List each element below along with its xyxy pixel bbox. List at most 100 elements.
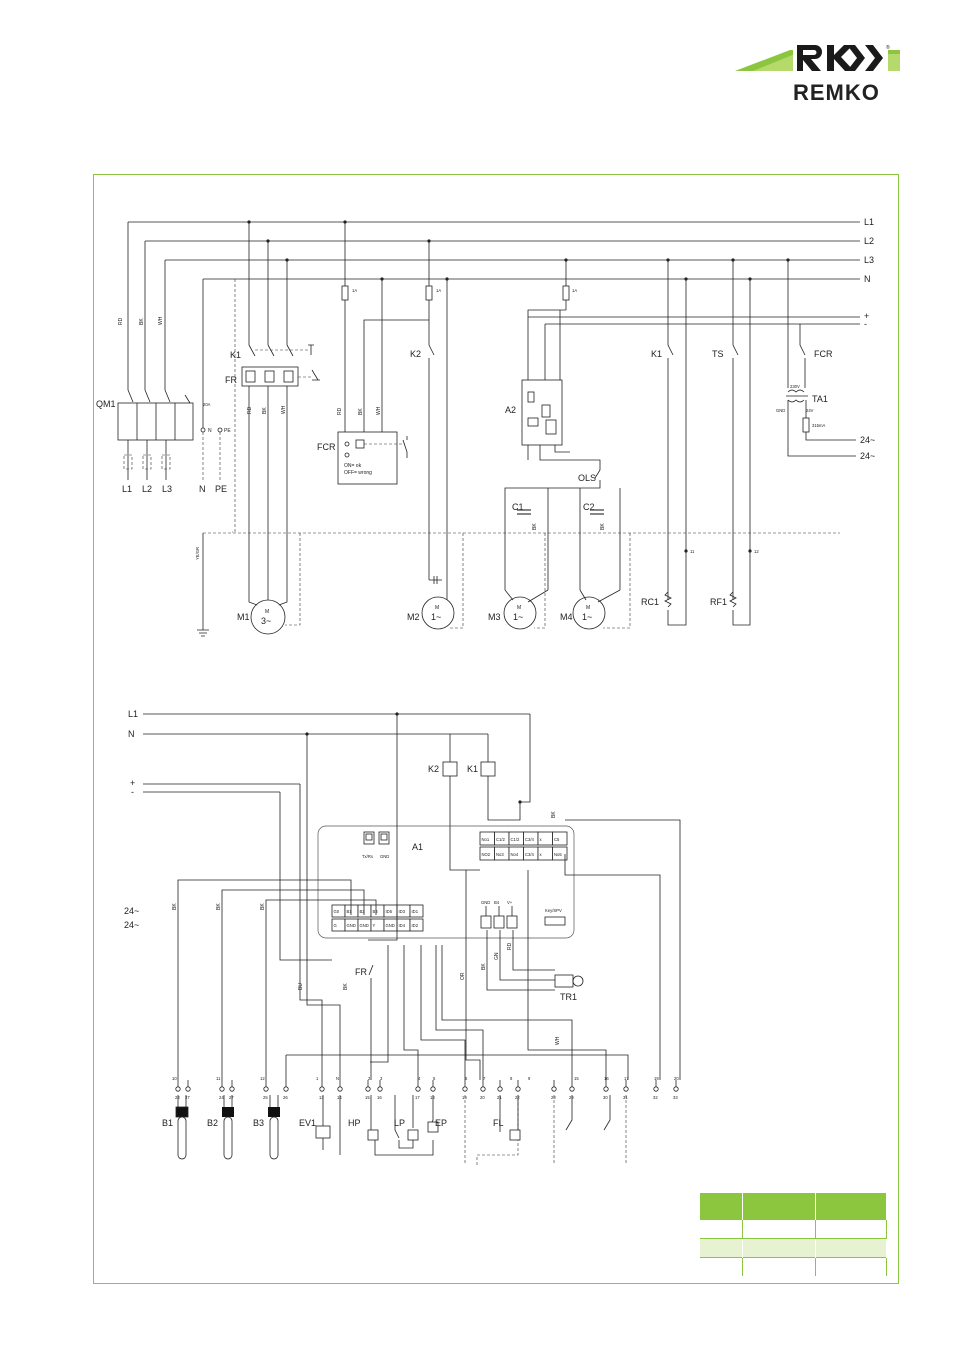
io-top-terminal: G0: [334, 909, 340, 914]
ctrl-24b: 24~: [124, 920, 139, 930]
terminal-upper: 16: [604, 1076, 609, 1081]
wire-bk-2: BK: [262, 407, 268, 414]
out-l3: L3: [162, 484, 172, 494]
ctrl-24a: 24~: [124, 906, 139, 916]
m3-label: M3: [488, 612, 501, 622]
wire-rd-2: RD: [247, 406, 253, 414]
ta-in: 230V: [790, 384, 800, 389]
m2-motor: [421, 596, 455, 630]
m1-type: 3~: [261, 616, 271, 626]
terminal-upper: 2: [368, 1076, 371, 1081]
terminal-upper: 9: [528, 1076, 531, 1081]
k1b-label: K1: [651, 349, 662, 359]
terminal-upper: 1: [316, 1076, 319, 1081]
terminal-upper: 11: [216, 1076, 221, 1081]
k2-label: K2: [410, 349, 421, 359]
qm1-breaker: [117, 402, 194, 441]
fcr-on: ON= ok: [344, 463, 362, 469]
bus-l3-label: L3: [864, 255, 874, 265]
tr-rd: RD: [507, 942, 513, 950]
fuse-3: 1A: [572, 288, 577, 293]
legend-table: [700, 1193, 887, 1276]
bus-minus-label: -: [864, 319, 867, 329]
terminal-lower: 26: [283, 1095, 288, 1100]
fcr-rd: RD: [337, 407, 343, 415]
terminal-upper: 20: [674, 1076, 679, 1081]
a1-controller: [317, 825, 575, 939]
hp-label: HP: [348, 1118, 361, 1128]
bus-l2-label: L2: [864, 236, 874, 246]
out-n: N: [199, 484, 206, 494]
fl-label: FL: [493, 1118, 504, 1128]
relay-top-terminal: x: [540, 837, 543, 842]
terminal-upper: 12: [260, 1076, 265, 1081]
fcr-bk: BK: [358, 408, 364, 415]
tr1-sensor: [554, 974, 574, 988]
wh-wire: WH: [555, 1036, 561, 1045]
m2-label: M2: [407, 612, 420, 622]
k1-coil: [480, 761, 496, 777]
bk-r: BK: [551, 811, 557, 818]
terminal-lower: 17: [415, 1095, 420, 1100]
sensor-label: B4: [494, 900, 500, 905]
ac24-b: 24~: [860, 451, 875, 461]
tr-bk: BK: [481, 963, 487, 970]
b3-label: B3: [253, 1118, 264, 1128]
remko-logo: ® REMKO: [735, 43, 900, 105]
terminal-lower: 24: [219, 1095, 224, 1100]
terminal-lower: 32: [653, 1095, 658, 1100]
io-bot-terminal: GND: [360, 923, 369, 928]
terminal-upper: 8: [510, 1076, 513, 1081]
fuse-1: 1A: [352, 288, 357, 293]
fcr-module: [337, 431, 398, 485]
fcr-label: FCR: [317, 442, 336, 452]
field-devices: B1 B2 B3 EV1 HP LP EP FL: [162, 1095, 627, 1165]
c2-bk: BK: [600, 523, 606, 530]
ctrl-l1: L1: [128, 709, 138, 719]
ols-label: OLS: [578, 473, 596, 483]
wire-wh-2: WH: [281, 405, 287, 414]
terminal-lower: 30: [603, 1095, 608, 1100]
fr-label: FR: [225, 375, 237, 385]
io-bot-terminal: Y: [373, 923, 376, 928]
bus-l1-label: L1: [864, 217, 874, 227]
keyspv-port: [544, 916, 566, 926]
relay-top-terminal: No1: [482, 837, 490, 842]
diagram-frame: [93, 174, 899, 1284]
wire-ye: YE/GR: [195, 547, 200, 560]
m3-m: M: [517, 605, 521, 611]
terminal-lower: 15: [365, 1095, 370, 1100]
bus-plus-label: +: [864, 311, 869, 321]
ta-out: 24V: [806, 408, 814, 413]
terminal-lower: 27: [185, 1095, 190, 1100]
tr-gn: GN: [494, 952, 500, 960]
b1-bk: BK: [172, 903, 178, 910]
io-top-terminal: ID5: [386, 909, 393, 914]
m4-type: 1~: [582, 612, 592, 622]
io-bot-terminal: GND: [386, 923, 395, 928]
c1-label: C1: [512, 502, 524, 512]
ta-fuse: 315mA: [812, 423, 825, 428]
relay-top-terminal: C5: [554, 837, 560, 842]
terminal-lower: 19: [462, 1095, 467, 1100]
relay-bot-terminal: No5: [554, 852, 562, 857]
m4-m: M: [586, 605, 590, 611]
relay-bot-terminal: C3/4: [525, 852, 535, 857]
terminal-lower: 31: [623, 1095, 628, 1100]
b3-bk: BK: [260, 903, 266, 910]
m4-motor: [572, 596, 606, 630]
b2-label: B2: [207, 1118, 218, 1128]
svg-text:®: ®: [886, 44, 890, 51]
rc1-label: RC1: [641, 597, 659, 607]
wire-bk: BK: [139, 318, 145, 325]
gnd-tag: GND: [380, 854, 389, 859]
terminal-upper: 3: [380, 1076, 383, 1081]
m2-type: 1~: [431, 612, 441, 622]
qm1-label: QM1: [96, 399, 116, 409]
ctrl-minus: -: [131, 787, 134, 797]
io-bot-terminal: G: [334, 923, 337, 928]
terminal-upper: N: [336, 1076, 339, 1081]
ta-gnd: GND: [776, 408, 785, 413]
